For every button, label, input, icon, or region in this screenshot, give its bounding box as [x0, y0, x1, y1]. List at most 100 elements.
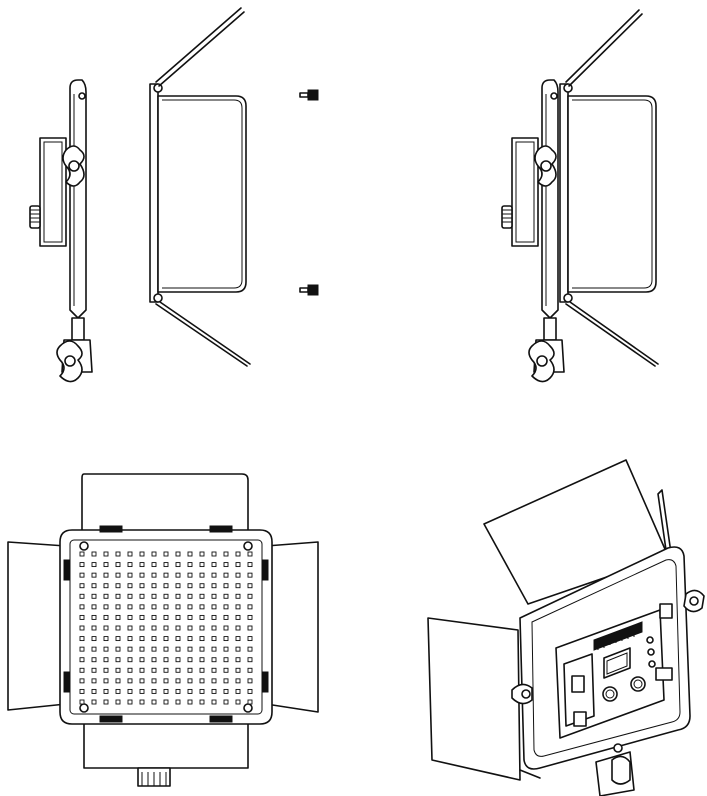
led-chip — [91, 604, 97, 610]
led-chip — [115, 593, 121, 599]
led-chip — [223, 636, 229, 642]
brightness-dial — [602, 686, 618, 702]
led-chip — [199, 657, 205, 663]
led-chip — [127, 678, 133, 684]
led-chip — [115, 688, 121, 694]
led-chip — [103, 562, 109, 568]
led-chip — [79, 678, 85, 684]
led-chip — [175, 604, 181, 610]
led-chip — [175, 625, 181, 631]
led-chip — [103, 678, 109, 684]
led-chip — [91, 699, 97, 705]
led-chip — [247, 667, 253, 673]
led-chip — [163, 678, 169, 684]
led-chip — [127, 604, 133, 610]
led-chip — [175, 614, 181, 620]
led-chip — [211, 688, 217, 694]
led-chip — [139, 562, 145, 568]
led-chip — [163, 636, 169, 642]
screw-icon — [299, 89, 319, 101]
led-chip — [127, 583, 133, 589]
mount-clamp — [71, 317, 85, 341]
led-chip — [127, 572, 133, 578]
led-chip — [115, 562, 121, 568]
left-barn-door — [427, 617, 521, 781]
led-chip — [127, 699, 133, 705]
led-chip — [103, 657, 109, 663]
front-view — [7, 473, 319, 787]
bottom-leaf — [519, 769, 541, 779]
led-chip — [151, 593, 157, 599]
led-chip — [199, 604, 205, 610]
led-chip — [211, 625, 217, 631]
led-chip — [115, 678, 121, 684]
led-chip — [151, 572, 157, 578]
led-chip — [199, 593, 205, 599]
led-chip — [175, 699, 181, 705]
led-chip — [79, 688, 85, 694]
led-chip — [151, 636, 157, 642]
led-chip — [187, 551, 193, 557]
led-chip — [91, 551, 97, 557]
led-chip — [151, 678, 157, 684]
led-chip — [163, 688, 169, 694]
led-chip — [199, 699, 205, 705]
led-chip — [199, 551, 205, 557]
power-switch — [573, 711, 587, 727]
led-chip — [211, 562, 217, 568]
led-chip — [127, 562, 133, 568]
led-chip — [115, 625, 121, 631]
led-chip — [223, 625, 229, 631]
led-chip — [211, 646, 217, 652]
led-chip — [175, 636, 181, 642]
led-chip — [151, 551, 157, 557]
led-chip — [247, 604, 253, 610]
yoke-arm — [541, 79, 559, 319]
led-chip — [199, 583, 205, 589]
led-chip — [139, 657, 145, 663]
led-chip — [91, 562, 97, 568]
led-chip — [79, 646, 85, 652]
bottom-leaf — [155, 303, 248, 367]
led-chip — [187, 667, 193, 673]
led-chip — [247, 614, 253, 620]
barn-door-leaf-side — [157, 95, 247, 293]
side-exploded-view — [29, 7, 319, 383]
led-chip — [235, 593, 241, 599]
led-chip — [223, 562, 229, 568]
control-button — [646, 636, 654, 644]
corner-screw-icon — [79, 541, 89, 551]
led-chip — [79, 593, 85, 599]
led-chip — [127, 593, 133, 599]
led-chip — [235, 657, 241, 663]
led-chip — [223, 551, 229, 557]
led-chip — [247, 551, 253, 557]
led-chip — [223, 593, 229, 599]
led-chip — [247, 657, 253, 663]
led-chip — [175, 667, 181, 673]
led-chip — [199, 678, 205, 684]
led-chip — [103, 688, 109, 694]
top-leaf — [565, 9, 640, 83]
led-chip — [127, 688, 133, 694]
led-chip — [187, 572, 193, 578]
led-chip — [139, 604, 145, 610]
led-chip — [247, 636, 253, 642]
led-chip — [247, 583, 253, 589]
led-chip — [223, 614, 229, 620]
led-chip — [115, 604, 121, 610]
led-chip — [115, 551, 121, 557]
led-chip — [187, 646, 193, 652]
led-chip — [151, 667, 157, 673]
led-chip — [211, 604, 217, 610]
led-chip — [139, 551, 145, 557]
led-chip — [163, 657, 169, 663]
led-chip — [163, 604, 169, 610]
led-chip — [175, 678, 181, 684]
led-chip — [127, 657, 133, 663]
led-chip — [211, 583, 217, 589]
led-chip — [163, 625, 169, 631]
led-chip — [175, 572, 181, 578]
led-chip — [127, 551, 133, 557]
led-chip — [139, 699, 145, 705]
